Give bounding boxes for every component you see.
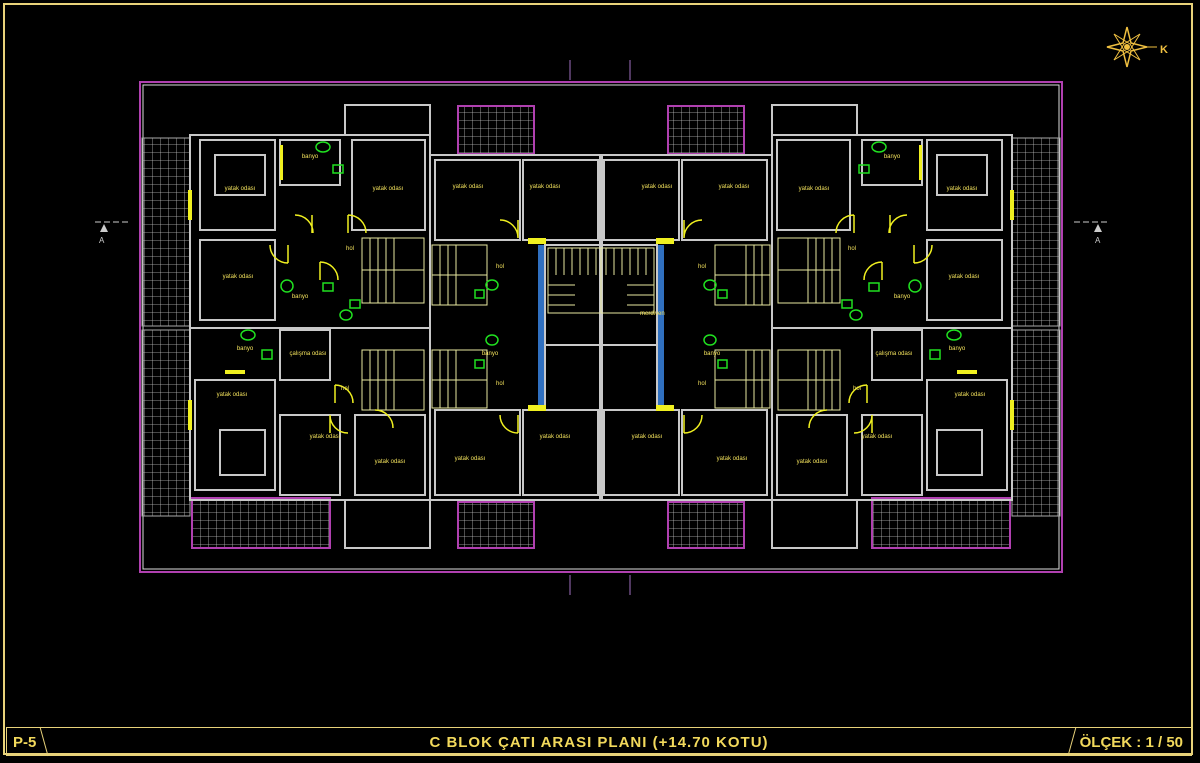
room-label: çalışma odası [875,351,912,357]
room-label: yatak odası [225,186,256,192]
room-label: banyo [302,154,319,160]
room-label: hol [853,386,861,392]
room-label: yatak odası [862,434,893,440]
room-label: yatak odası [719,184,750,190]
room-label: yatak odası [530,184,561,190]
room-label: banyo [237,346,254,352]
room-label: banyo [482,351,499,357]
room-label: yatak odası [223,274,254,280]
room-label: hol [346,246,354,252]
room-label: banyo [894,294,911,300]
room-label: yatak odası [642,184,673,190]
room-label: banyo [949,346,966,352]
room-label: yatak odası [717,456,748,462]
sheet-title: C BLOK ÇATI ARASI PLANI (+14.70 KOTU) [429,734,769,751]
sheet-scale: ÖLÇEK : 1 / 50 [1079,734,1183,751]
room-label: banyo [884,154,901,160]
room-label: yatak odası [373,186,404,192]
left-wing [94,104,602,549]
right-wing [600,104,1108,549]
room-label: hol [698,381,706,387]
room-label: yatak odası [797,459,828,465]
room-label: hol [848,246,856,252]
room-label: hol [496,381,504,387]
north-arrow-icon [1106,26,1157,68]
room-label: yatak odası [375,459,406,465]
room-label: hol [496,264,504,270]
section-marker-right: A [1095,236,1101,245]
room-label: yatak odası [949,274,980,280]
room-label: hol [698,264,706,270]
room-label: yatak odası [799,186,830,192]
room-label: yatak odası [947,186,978,192]
room-label: yatak odası [453,184,484,190]
room-label: banyo [292,294,309,300]
section-marker-left: A [99,236,105,245]
building-outline [139,81,1063,573]
room-label: banyo [704,351,721,357]
room-label: yatak odası [540,434,571,440]
room-label: yatak odası [455,456,486,462]
title-block: P-5 C BLOK ÇATI ARASI PLANI (+14.70 KOTU… [6,727,1192,756]
room-label: hol [341,386,349,392]
stairs-label: merdiven [640,311,665,317]
room-label: yatak odası [955,392,986,398]
room-label: yatak odası [217,392,248,398]
sheet-code: P-5 [13,734,37,751]
room-label: yatak odası [310,434,341,440]
north-label: K [1160,44,1168,56]
room-label: çalışma odası [289,351,326,357]
room-label: yatak odası [632,434,663,440]
